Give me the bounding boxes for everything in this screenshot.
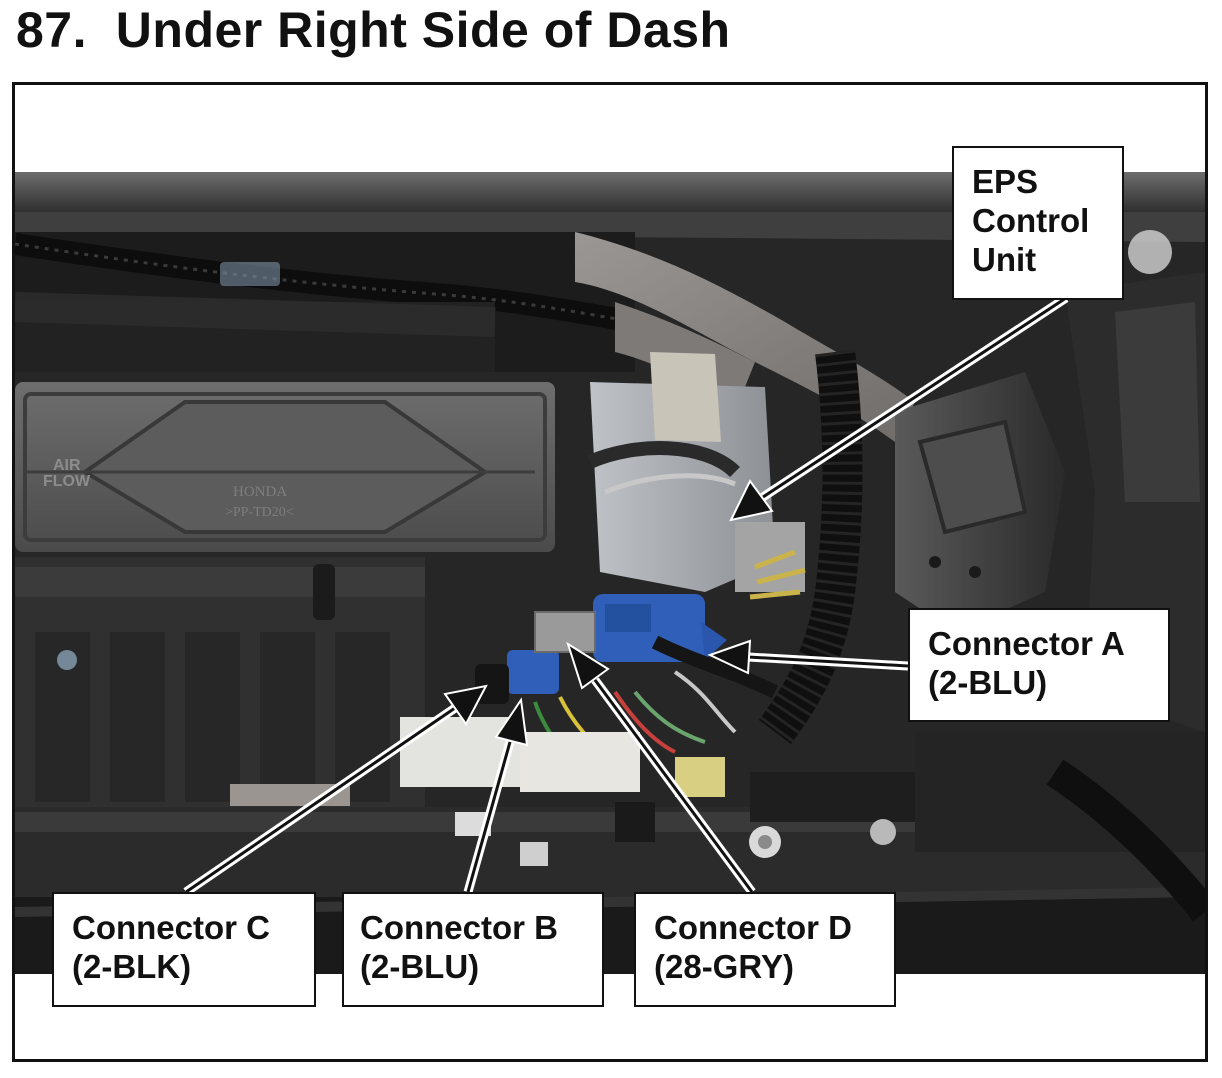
white-connector-left [400,717,520,787]
connector-a-callout: Connector A (2-BLU) [908,608,1170,722]
eps-control-unit [590,382,775,592]
brand-embossing: HONDA [233,484,287,500]
connector-d-spec: (28-GRY) [654,948,794,985]
air-label: AIR [53,457,81,474]
connector-d-body [534,611,596,653]
connector-b-name: Connector B [360,909,558,946]
flow-label: FLOW [43,473,91,490]
connector-d-name: Connector D [654,909,852,946]
connector-c-spec: (2-BLK) [72,948,192,985]
connector-c-callout: Connector C (2-BLK) [52,892,316,1007]
page-title: 87. Under Right Side of Dash [16,2,731,58]
eps-label-line3: Unit [972,241,1037,278]
connector-a-name: Connector A [928,625,1125,662]
connector-b-callout: Connector B (2-BLU) [342,892,604,1007]
white-connector-mid [520,732,640,792]
eps-control-unit-callout: EPS Control Unit [952,146,1124,300]
connector-b-spec: (2-BLU) [360,948,480,985]
eps-label-line2: Control [972,202,1090,239]
part-code-embossing: >PP-TD20< [225,505,294,520]
connector-c-name: Connector C [72,909,270,946]
connector-b-body [507,650,559,694]
connector-d-callout: Connector D (28-GRY) [634,892,896,1007]
eps-upper-connector [650,352,721,442]
connector-c-body [475,664,509,704]
connector-a-spec: (2-BLU) [928,664,1048,701]
eps-label-line1: EPS [972,163,1039,200]
